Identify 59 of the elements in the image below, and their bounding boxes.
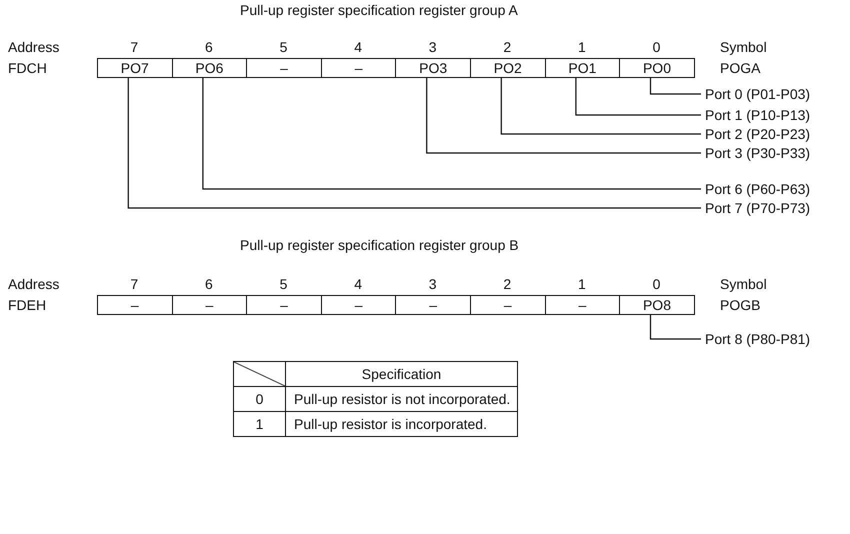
port-label: Port 6 (P60-P63) <box>705 181 810 197</box>
register-symbol: POGA <box>720 60 760 76</box>
leader-line <box>575 78 701 116</box>
table-cell: 1 <box>233 411 286 437</box>
column-heading: Symbol <box>720 276 767 292</box>
register-title: Pull-up register specification register group B <box>240 237 519 253</box>
bit-field-cell: – <box>97 295 173 315</box>
bit-number: 6 <box>204 39 214 55</box>
bit-number: 2 <box>502 39 512 55</box>
register-title: Pull-up register specification register group A <box>240 2 518 18</box>
leader-line <box>650 315 701 340</box>
register-symbol: POGB <box>720 297 760 313</box>
bit-field-cell: – <box>246 58 322 78</box>
port-label: Port 1 (P10-P13) <box>705 107 810 123</box>
bit-field-cell: – <box>544 295 620 315</box>
bit-number: 1 <box>576 39 587 55</box>
bit-number: 4 <box>353 39 363 55</box>
bit-number: 3 <box>428 39 438 55</box>
bit-number: 7 <box>129 39 140 55</box>
leader-line <box>426 78 701 154</box>
column-heading: Address <box>8 276 60 292</box>
register-address: FDEH <box>8 297 46 313</box>
port-label: Port 3 (P30-P33) <box>705 145 810 161</box>
port-label: Port 0 (P01-P03) <box>705 86 810 102</box>
bit-number: 5 <box>278 39 288 55</box>
bit-field-cell: – <box>172 295 248 315</box>
bit-number: 5 <box>278 276 288 292</box>
leader-line <box>202 78 701 190</box>
port-label: Port 2 (P20-P23) <box>705 126 810 142</box>
bit-field-cell: PO0 <box>619 58 695 78</box>
bit-number: 0 <box>652 39 662 55</box>
bit-number: 6 <box>204 276 214 292</box>
bit-field-cell: – <box>320 58 396 78</box>
bit-number: 4 <box>353 276 363 292</box>
register-address: FDCH <box>8 60 47 76</box>
bit-field-cell: PO3 <box>395 58 471 78</box>
bit-number: 3 <box>428 276 438 292</box>
bit-field-cell: PO8 <box>619 295 695 315</box>
bit-field-cell: PO2 <box>470 58 546 78</box>
bit-number: 7 <box>129 276 140 292</box>
bit-number: 1 <box>576 276 587 292</box>
leader-line <box>500 78 701 135</box>
bit-number: 2 <box>502 276 512 292</box>
table-cell: Pull-up resistor is incorporated. <box>285 411 518 437</box>
port-label: Port 8 (P80-P81) <box>705 331 810 347</box>
port-label: Port 7 (P70-P73) <box>705 200 810 216</box>
bit-field-cell: PO6 <box>172 58 248 78</box>
column-heading: Address <box>8 39 60 55</box>
leader-line <box>128 78 701 209</box>
bit-field-cell: – <box>470 295 546 315</box>
leader-line <box>650 78 701 95</box>
bit-field-cell: PO7 <box>97 58 173 78</box>
bit-field-cell: PO1 <box>544 58 620 78</box>
column-heading: Symbol <box>720 39 767 55</box>
table-header-cell: Specification <box>285 361 518 387</box>
bit-number: 0 <box>652 276 662 292</box>
bit-field-cell: – <box>246 295 322 315</box>
bit-field-cell: – <box>320 295 396 315</box>
bit-field-cell: – <box>395 295 471 315</box>
